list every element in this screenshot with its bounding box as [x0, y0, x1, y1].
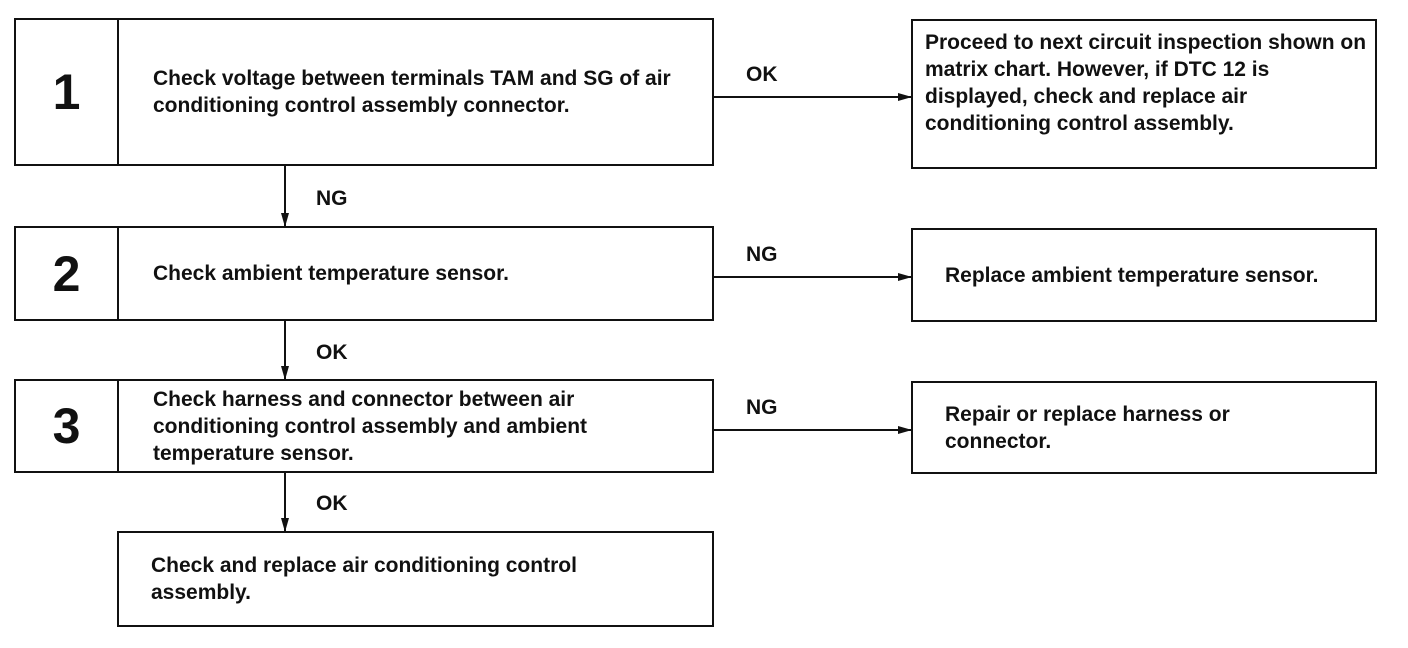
result-3-text: Repair or replace harness or connector. — [945, 402, 1230, 453]
step-2-box: 2 Check ambient temperature sensor. — [14, 226, 714, 321]
step-2-text: Check ambient temperature sensor. — [153, 262, 509, 285]
step-1-text: Check voltage between terminals TAM and … — [153, 67, 671, 117]
step-1-box: 1 Check voltage between terminals TAM an… — [14, 18, 714, 166]
final-action-box: Check and replace air conditioning contr… — [117, 531, 714, 627]
result-2-box: Replace ambient temperature sensor. — [911, 228, 1377, 322]
step-3-number: 3 — [16, 381, 119, 471]
result-3-box: Repair or replace harness or connector. — [911, 381, 1377, 474]
edge-label-step2-down: OK — [316, 341, 348, 364]
step-2-number: 2 — [16, 228, 119, 319]
edge-label-step1-right: OK — [746, 63, 778, 86]
edge-label-step1-down: NG — [316, 187, 348, 210]
edge-label-step3-right: NG — [746, 396, 778, 419]
edge-label-step3-down: OK — [316, 492, 348, 515]
result-1-text: Proceed to next circuit inspection shown… — [925, 31, 1367, 135]
edge-label-step2-right: NG — [746, 243, 778, 266]
step-1-number: 1 — [16, 20, 119, 164]
result-2-text: Replace ambient temperature sensor. — [945, 263, 1319, 287]
step-3-text: Check harness and connector between air … — [153, 387, 588, 465]
final-action-text: Check and replace air conditioning contr… — [151, 554, 577, 604]
result-1-box: Proceed to next circuit inspection shown… — [911, 19, 1377, 169]
step-3-box: 3 Check harness and connector between ai… — [14, 379, 714, 473]
